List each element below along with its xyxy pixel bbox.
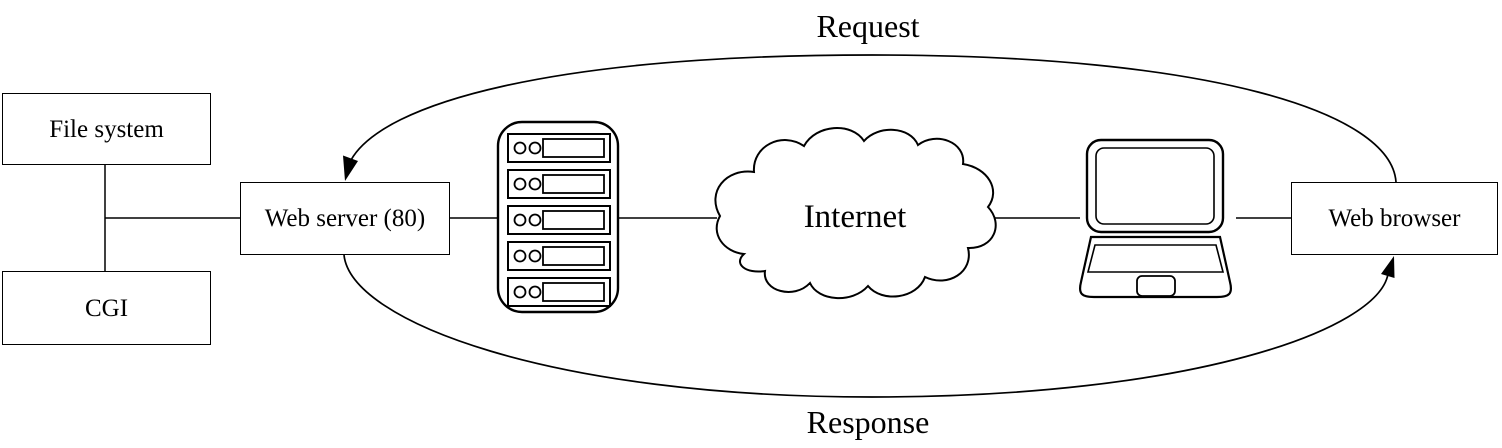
cgi-label: CGI (84, 294, 129, 322)
response-arc (343, 254, 1389, 398)
response-arrowhead-icon (1381, 256, 1395, 278)
web-browser-node: Web browser (1291, 182, 1498, 255)
request-arc (350, 54, 1397, 183)
request-arrowhead-icon (343, 155, 358, 181)
internet-cloud-icon (714, 127, 997, 300)
cgi-node: CGI (2, 271, 211, 345)
request-label: Request (816, 8, 920, 44)
file-system-label: File system (49, 115, 164, 143)
web-server-node: Web server (80) (240, 182, 450, 255)
laptop-icon (1078, 138, 1233, 299)
web-browser-label: Web browser (1328, 205, 1461, 232)
internet-label: Internet (803, 199, 907, 235)
web-server-label: Web server (80) (264, 205, 426, 232)
response-label: Response (806, 404, 930, 440)
file-system-node: File system (2, 93, 211, 165)
server-rack-icon (496, 120, 620, 314)
